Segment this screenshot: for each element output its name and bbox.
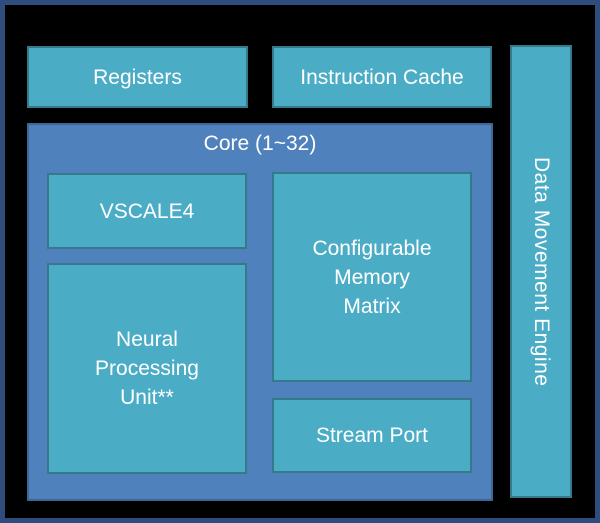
registers-block: Registers [27,46,248,108]
instruction-cache-label: Instruction Cache [300,65,464,89]
vscale4-label: VSCALE4 [99,199,195,223]
core-block: Core (1~32) VSCALE4 Neural Processing Un… [27,123,493,501]
neural-processing-unit-label: Neural Processing Unit** [95,328,199,409]
configurable-memory-matrix-label: Configurable Memory Matrix [312,236,432,318]
vscale4-block: VSCALE4 [47,173,247,249]
instruction-cache-block: Instruction Cache [272,46,492,108]
data-movement-engine-block: Data Movement Engine [510,45,572,498]
stream-port-label: Stream Port [315,424,429,447]
data-movement-engine-label: Data Movement Engine [530,156,553,387]
stream-port-block: Stream Port [272,398,472,473]
configurable-memory-matrix-block: Configurable Memory Matrix [272,172,472,382]
neural-processing-unit-block: Neural Processing Unit** [47,263,247,474]
core-title: Core (1~32) [203,132,317,155]
registers-label: Registers [93,65,182,89]
